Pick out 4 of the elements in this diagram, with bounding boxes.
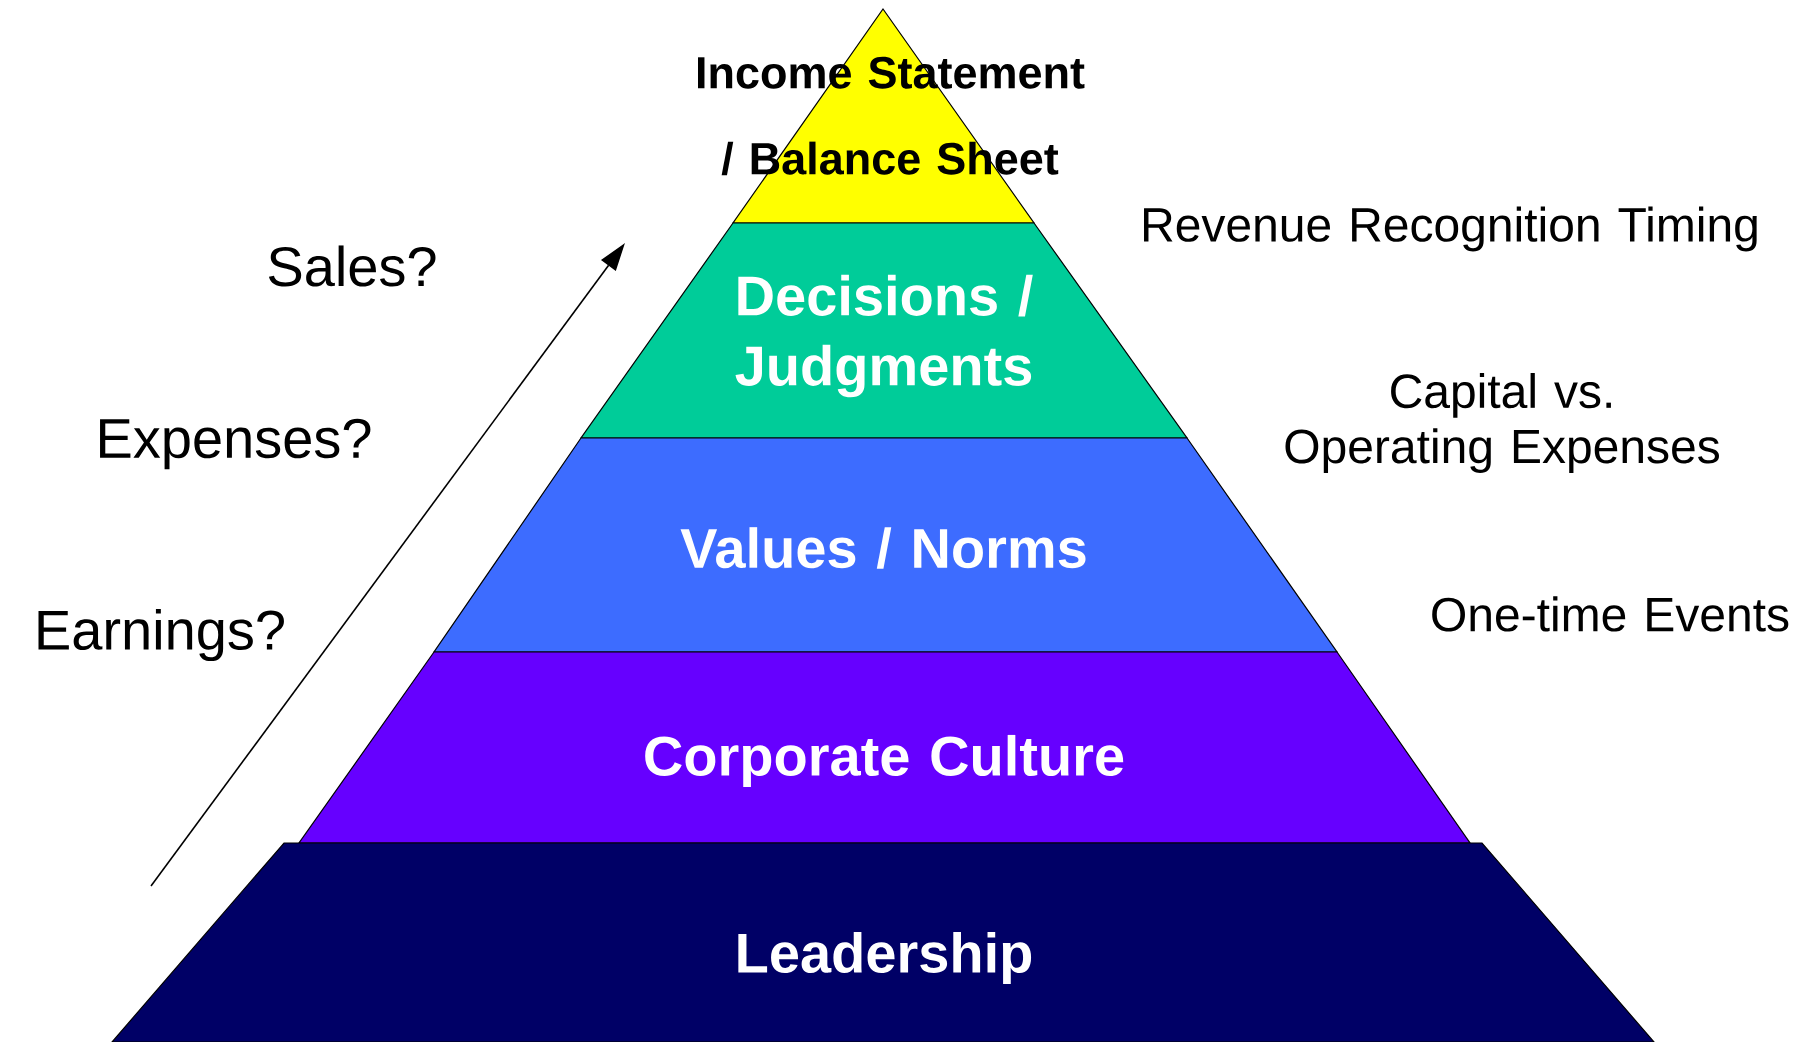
side-label: One-time Events bbox=[1432, 596, 1789, 632]
side-label: Earnings? bbox=[38, 608, 284, 662]
side-label: Expenses? bbox=[100, 418, 371, 470]
side-label: Sales? bbox=[268, 245, 436, 287]
